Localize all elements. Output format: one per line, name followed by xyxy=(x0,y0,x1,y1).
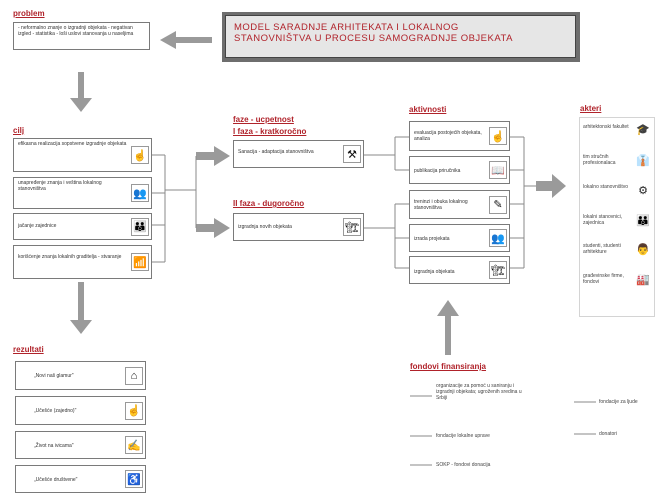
cilj-item-label: jačanje zajednice xyxy=(18,223,57,229)
faza-2-box: izgradnja novih objekata 🏗 xyxy=(233,213,364,241)
two-people-icon: 👥 xyxy=(131,184,149,202)
cilj-item-label: unapređenje znanja i veština lokalnog st… xyxy=(18,180,102,192)
rezultati-item: „Učešće društvene" ♿ xyxy=(15,465,146,493)
cilj-item-label: korišćenje znanja lokalnih graditelja - … xyxy=(18,254,122,260)
students-icon: 👨 xyxy=(636,243,650,256)
fondovi-heading: fondovi finansiranja xyxy=(410,362,487,371)
rezultati-item: „Novi naš glamur" ⌂ xyxy=(15,361,146,390)
cilj-item: jačanje zajednice 👪 xyxy=(13,213,152,240)
aktivnosti-item-label: treninzi i obuka lokalnog stanovništva xyxy=(414,199,468,211)
rezultati-item-label: „Novi naš glamur" xyxy=(34,373,74,379)
akteri-panel xyxy=(579,117,655,317)
person-pointing-icon: ☝ xyxy=(131,146,149,164)
akteri-item-label: lokalno stanovništvo xyxy=(583,184,629,190)
problem-text: - neformalno znanje o izgradnji objekata… xyxy=(18,25,134,37)
faza-2-label: izgradnja novih objekata xyxy=(238,224,292,230)
worker-icon: ⚒ xyxy=(343,145,361,163)
diagram-title-box: MODEL SARADNJE ARHITEKATA I LOKALNOG STA… xyxy=(222,12,580,62)
aktivnosti-item-label: evaluacija postojećih objekata, analiza xyxy=(414,130,482,142)
rezultati-item-label: „Učešće društvene" xyxy=(34,477,78,483)
cilj-item: efikasna realizacija sopstvene izgradnje… xyxy=(13,138,152,172)
builder-icon: 🏗 xyxy=(343,218,361,236)
crowd-icon: 👪 xyxy=(636,214,650,227)
faza-1-label: Sanacija - adaptacija stanovništva xyxy=(238,149,314,155)
aktivnosti-item: publikacija priručnika 📖 xyxy=(409,156,510,184)
faza-1-heading: I faza - kratkoročno xyxy=(233,127,307,136)
akteri-item-label: građevinske firme, fondovi xyxy=(583,273,624,285)
rezultati-heading: rezultati xyxy=(13,345,44,354)
stairs-person-icon: 📶 xyxy=(131,253,149,271)
presenter-icon: ☝ xyxy=(489,127,507,145)
rezultati-item: „Učešće (zajedno)" ☝ xyxy=(15,396,146,425)
diagram-title-line1: MODEL SARADNJE ARHITEKATA I LOKALNOG xyxy=(234,22,459,33)
problem-box: - neformalno znanje o izgradnji objekata… xyxy=(13,22,150,50)
rezultati-item-label: „Život na ivicama" xyxy=(34,443,74,449)
faza-2-heading: II faza - dugoročno xyxy=(233,199,305,208)
rezultati-item: „Život na ivicama" ✍ xyxy=(15,431,146,459)
group-people-icon: 👪 xyxy=(131,217,149,236)
fondovi-item: SOKP - fondovi donacija xyxy=(436,462,491,468)
aktivnosti-item: izgradnja objekata 🏗 xyxy=(409,256,510,284)
building-firm-icon: 🏭 xyxy=(636,273,650,286)
professional-icon: 👔 xyxy=(636,154,650,167)
meeting-icon: ⚙ xyxy=(638,184,648,197)
faze-heading: faze - ucpetnost xyxy=(233,115,294,124)
cilj-heading: cilj xyxy=(13,126,25,135)
akteri-item-label: studenti, studenti arhitekture xyxy=(583,243,621,255)
aktivnosti-item-label: izgradnja objekata xyxy=(414,269,455,275)
person-desk-icon: ✍ xyxy=(125,436,143,454)
diagram-title-line2: STANOVNIŠTVA U PROCESU SAMOGRADNJE OBJEK… xyxy=(234,33,513,44)
book-icon: 📖 xyxy=(489,161,507,179)
rezultati-item-label: „Učešće (zajedno)" xyxy=(34,408,77,414)
teacher-icon: ✎ xyxy=(489,195,507,214)
akteri-item-label: tim stručnih profesionalaca xyxy=(583,154,616,166)
cilj-item-label: efikasna realizacija sopstvene izgradnje… xyxy=(18,141,127,147)
aktivnosti-item: treninzi i obuka lokalnog stanovništva ✎ xyxy=(409,190,510,219)
person-standing-icon: ☝ xyxy=(125,401,143,420)
house-icon: ⌂ xyxy=(125,366,143,385)
aktivnosti-heading: aktivnosti xyxy=(409,105,447,114)
fondovi-item: organizacije za pomoć u saniranju i izgr… xyxy=(436,383,522,401)
aktivnosti-item-label: publikacija priručnika xyxy=(414,168,461,174)
aktivnosti-item: evaluacija postojećih objekata, analiza … xyxy=(409,121,510,151)
people-talk-icon: 👥 xyxy=(489,229,507,247)
aktivnosti-item: izrada projekata 👥 xyxy=(409,224,510,252)
aktivnosti-item-label: izrada projekata xyxy=(414,236,450,242)
faza-1-box: Sanacija - adaptacija stanovništva ⚒ xyxy=(233,140,364,168)
construction-icon: 🏗 xyxy=(489,261,507,279)
lecturer-icon: 🎓 xyxy=(636,123,650,136)
akteri-item-label: arhitektonski fakultet xyxy=(583,124,629,130)
akteri-heading: akteri xyxy=(580,104,602,113)
fondovi-item: fondacije lokalne uprave xyxy=(436,433,490,439)
cilj-item: unapređenje znanja i veština lokalnog st… xyxy=(13,177,152,209)
problem-heading: problem xyxy=(13,9,45,18)
fondovi-right-item: donatori xyxy=(599,431,618,437)
wheelchair-icon: ♿ xyxy=(125,470,143,488)
cilj-item: korišćenje znanja lokalnih graditelja - … xyxy=(13,245,152,279)
akteri-item-label: lokalni stanovnici, zajednica xyxy=(583,214,623,226)
fondovi-right-item: fondacije za ljude xyxy=(599,399,638,405)
